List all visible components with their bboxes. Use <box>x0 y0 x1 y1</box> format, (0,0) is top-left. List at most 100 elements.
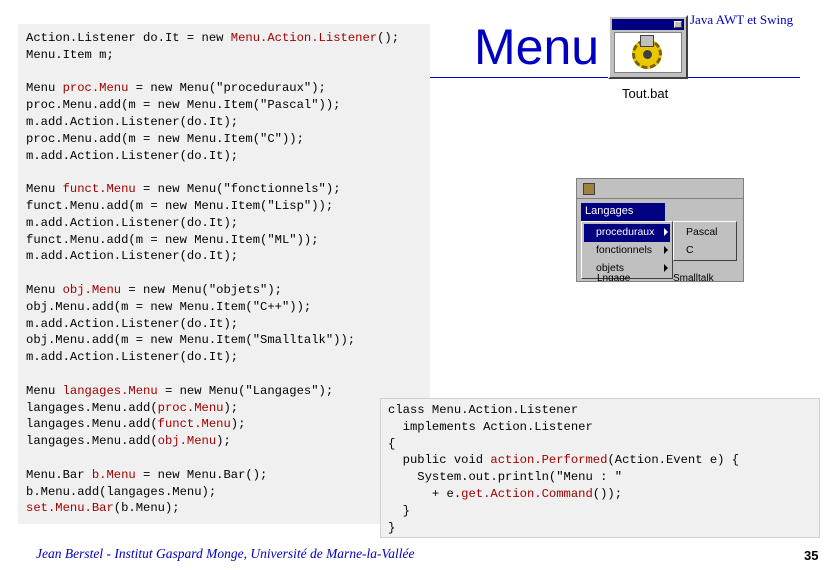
code-highlight: get.Action.Command <box>461 486 593 501</box>
code-text: obj.Menu.add(m = new Menu.Item("Smalltal… <box>26 333 356 348</box>
code-text: = new Menu("proceduraux"); <box>128 81 326 96</box>
code-main-line: obj.Menu.add(m = new Menu.Item("Smalltal… <box>26 332 399 349</box>
code-highlight: action.Performed <box>490 453 608 468</box>
code-main-line: m.add.Action.Listener(do.It); <box>26 148 399 165</box>
code-text: public void <box>388 453 491 468</box>
icon-titlebar <box>612 19 684 30</box>
code-background <box>18 24 430 524</box>
code-main: Action.Listener do.It = new Menu.Action.… <box>26 30 399 517</box>
code-highlight: funct.Menu <box>62 182 136 197</box>
code-listener-line: } <box>388 503 739 520</box>
code-text: ); <box>223 400 239 415</box>
code-main-line: set.Menu.Bar(b.Menu); <box>26 500 399 517</box>
partial-text-left: Lngage <box>597 273 631 282</box>
code-text: langages.Menu.add( <box>26 400 158 415</box>
code-main-line: langages.Menu.add(funct.Menu); <box>26 416 399 433</box>
code-text: = new Menu("objets"); <box>121 282 282 297</box>
code-listener-line: class Menu.Action.Listener <box>388 402 739 419</box>
icon-caption: Tout.bat <box>622 86 669 101</box>
code-text: implements Action.Listener <box>388 419 593 434</box>
code-text: funct.Menu.add(m = new Menu.Item("ML")); <box>26 232 319 247</box>
code-main-line: Menu.Bar b.Menu = new Menu.Bar(); <box>26 467 399 484</box>
code-main-line <box>26 265 399 282</box>
code-text: m.add.Action.Listener(do.It); <box>26 148 239 163</box>
menu-item-fonctionnels[interactable]: fonctionnels <box>584 242 670 260</box>
code-text: } <box>388 503 410 518</box>
code-main-line: m.add.Action.Listener(do.It); <box>26 114 399 131</box>
code-main-line: proc.Menu.add(m = new Menu.Item("Pascal"… <box>26 97 399 114</box>
chevron-right-icon <box>664 228 668 236</box>
code-main-line: Menu.Item m; <box>26 47 399 64</box>
code-text: } <box>388 520 396 535</box>
code-text: Menu <box>26 282 63 297</box>
code-main-line: langages.Menu.add(obj.Menu); <box>26 433 399 450</box>
code-main-line <box>26 366 399 383</box>
code-main-line: proc.Menu.add(m = new Menu.Item("C")); <box>26 131 399 148</box>
listener-background <box>380 398 820 538</box>
icon-close-icon <box>674 21 682 28</box>
code-main-line: Action.Listener do.It = new Menu.Action.… <box>26 30 399 47</box>
code-listener-line: implements Action.Listener <box>388 419 739 436</box>
code-text: m.add.Action.Listener(do.It); <box>26 215 239 230</box>
code-text: b.Menu.add(langages.Menu); <box>26 484 217 499</box>
code-main-line: m.add.Action.Listener(do.It); <box>26 215 399 232</box>
code-highlight: proc.Menu <box>62 81 129 96</box>
document-icon <box>640 35 654 47</box>
menu-langages[interactable]: Langages <box>581 203 665 221</box>
screenshot-menu: Langages proceduraux fonctionnels objets… <box>576 178 744 282</box>
code-main-line: Menu proc.Menu = new Menu("proceduraux")… <box>26 80 399 97</box>
code-text: m.add.Action.Listener(do.It); <box>26 114 239 129</box>
submenu-item-pascal[interactable]: Pascal <box>686 226 718 238</box>
code-text: = new Menu.Bar(); <box>135 467 268 482</box>
code-listener: class Menu.Action.Listener implements Ac… <box>388 402 739 536</box>
code-text: Menu <box>26 182 63 197</box>
code-text: Menu <box>26 383 63 398</box>
code-text: (); <box>377 31 400 45</box>
screenshot-titlebar <box>577 179 743 199</box>
code-highlight: b.Menu <box>91 467 136 482</box>
submenu-item-c[interactable]: C <box>686 244 694 256</box>
page-number: 35 <box>804 548 819 563</box>
code-text: = new Menu("Langages"); <box>157 383 334 398</box>
coffee-cup-icon <box>583 183 595 195</box>
code-text: System.out.println("Menu : " <box>388 470 623 485</box>
course-title: Java AWT et Swing <box>690 12 794 27</box>
code-text: = new Menu("fonctionnels"); <box>135 182 341 197</box>
code-highlight: set.Menu.Bar <box>26 501 114 516</box>
code-text: proc.Menu.add(m = new Menu.Item("Pascal"… <box>26 98 341 113</box>
code-main-line <box>26 450 399 467</box>
code-text: (Action.Event e) { <box>607 453 740 468</box>
code-text: m.add.Action.Listener(do.It); <box>26 316 239 331</box>
menu-item-label: proceduraux <box>596 226 655 238</box>
code-main-line: funct.Menu.add(m = new Menu.Item("Lisp")… <box>26 198 399 215</box>
code-text: + e. <box>388 486 462 501</box>
code-text: (b.Menu); <box>113 501 180 516</box>
menu-item-objets[interactable]: objets <box>584 260 670 278</box>
code-text: Menu.Item m; <box>26 47 114 62</box>
code-text: { <box>388 436 396 451</box>
code-text: m.add.Action.Listener(do.It); <box>26 350 239 365</box>
code-highlight: proc.Menu <box>157 400 224 415</box>
menu-item-label: objets <box>596 262 625 274</box>
code-main-line: m.add.Action.Listener(do.It); <box>26 349 399 366</box>
code-text: m.add.Action.Listener(do.It); <box>26 249 239 264</box>
code-main-line: langages.Menu.add(proc.Menu); <box>26 400 399 417</box>
code-listener-line: + e.get.Action.Command()); <box>388 486 739 503</box>
menu-dropdown: proceduraux fonctionnels objets <box>581 221 673 279</box>
page-title: Menu <box>474 19 600 75</box>
code-text: ); <box>230 417 246 432</box>
code-text: obj.Menu.add(m = new Menu.Item("C++")); <box>26 299 312 314</box>
code-text: Menu <box>26 81 63 96</box>
code-main-line: Menu obj.Menu = new Menu("objets"); <box>26 282 399 299</box>
footer-author: Jean Berstel - Institut Gaspard Monge, U… <box>36 546 415 561</box>
gear-center <box>643 50 652 59</box>
code-text: funct.Menu.add(m = new Menu.Item("Lisp")… <box>26 198 334 213</box>
app-icon <box>608 15 688 79</box>
code-main-line: obj.Menu.add(m = new Menu.Item("C++")); <box>26 299 399 316</box>
code-main-line <box>26 164 399 181</box>
code-text: proc.Menu.add(m = new Menu.Item("C")); <box>26 131 304 146</box>
code-main-line <box>26 64 399 81</box>
menu-item-proceduraux[interactable]: proceduraux <box>584 224 670 242</box>
code-main-line: Menu langages.Menu = new Menu("Langages"… <box>26 383 399 400</box>
code-main-line: m.add.Action.Listener(do.It); <box>26 248 399 265</box>
